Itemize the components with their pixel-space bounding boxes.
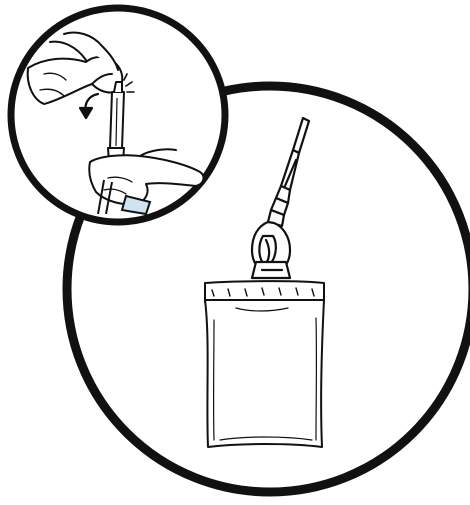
iv-bag xyxy=(205,281,324,447)
inset-scene xyxy=(11,8,225,222)
bag-port-connector xyxy=(252,222,290,278)
